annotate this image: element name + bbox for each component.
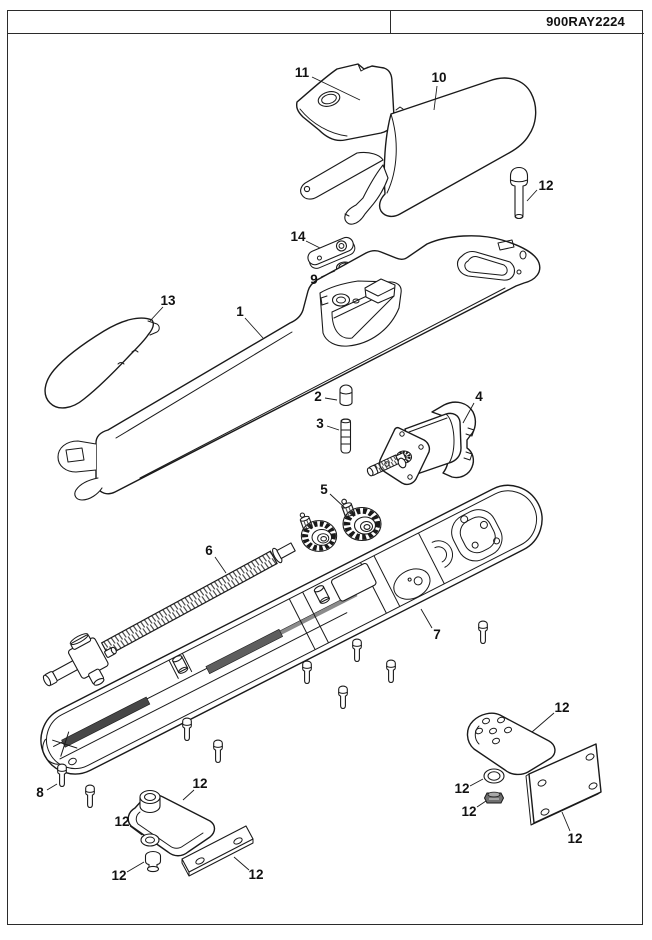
callout-13: 13 [160, 293, 176, 308]
part-8-screw [57, 763, 67, 788]
part-2-bushing [339, 384, 353, 407]
callout-1: 1 [236, 304, 244, 319]
leader-10 [433, 85, 438, 111]
screw [478, 620, 488, 645]
callout-11: 11 [295, 65, 310, 80]
part-11-small-cover [295, 63, 395, 142]
part-12-nut [483, 791, 505, 804]
callout-12: 12 [248, 867, 263, 882]
leader-12-washer-left [129, 825, 143, 836]
base-post [313, 585, 330, 604]
callout-12: 12 [538, 178, 553, 193]
base-post [172, 655, 189, 674]
part-12-bolt [509, 166, 529, 220]
leader-12-plate [561, 811, 571, 832]
leader-14 [305, 240, 321, 249]
part-12-flat-bar [181, 825, 254, 877]
part-12-washer [483, 768, 505, 784]
part-14-plate [307, 236, 356, 269]
leader-12-front-bracket [182, 789, 195, 801]
part-12-front-bracket [127, 789, 216, 857]
header-divider-line [7, 33, 644, 34]
title-block-cell: 900RAY2224 [390, 10, 635, 33]
callout-12: 12 [461, 804, 476, 819]
part-1-upper-housing [57, 235, 541, 501]
leader-13 [149, 306, 164, 322]
callout-8: 8 [36, 785, 44, 800]
callout-3: 3 [316, 416, 324, 431]
screw [352, 638, 362, 663]
leader-12-washer-right [469, 778, 484, 787]
leader-11 [311, 76, 361, 101]
part-12-washer [140, 833, 160, 847]
part-12-mounting-plate [525, 743, 602, 826]
callout-9: 9 [310, 272, 318, 287]
part-10-main-cover [300, 77, 537, 225]
callout-6: 6 [205, 543, 213, 558]
leader-6 [214, 556, 227, 574]
callout-14: 14 [290, 229, 306, 244]
leader-2 [324, 397, 338, 401]
callout-12: 12 [192, 776, 207, 791]
callout-12: 12 [554, 700, 569, 715]
callout-12: 12 [111, 868, 126, 883]
callout-12: 12 [567, 831, 582, 846]
leader-12-bolt-left [126, 861, 145, 873]
document-code: 900RAY2224 [546, 14, 625, 29]
part-12-rear-bracket [466, 712, 556, 776]
leader-7 [420, 608, 433, 629]
part-7-base-housing [40, 484, 543, 775]
leader-12-bolt [526, 189, 538, 202]
leader-12-nut [476, 800, 487, 808]
screw [302, 660, 312, 685]
part-6-worm-screw [42, 542, 296, 687]
part-5-gear [340, 497, 381, 540]
screw [386, 659, 396, 684]
leader-4 [462, 402, 475, 424]
leader-1 [244, 317, 264, 339]
callout-4: 4 [475, 389, 483, 404]
leader-3 [326, 425, 340, 431]
callout-10: 10 [431, 70, 446, 85]
callout-12: 12 [114, 814, 129, 829]
page-border-frame [7, 10, 643, 925]
screw [85, 784, 95, 809]
callouts: 11 10 12 14 9 13 1 2 3 4 5 6 7 [36, 65, 582, 883]
leader-8 [46, 783, 58, 791]
screw [338, 685, 348, 710]
part-13-handle-cover [44, 317, 160, 409]
callout-5: 5 [320, 482, 328, 497]
callout-2: 2 [314, 389, 322, 404]
leader-12-bar [233, 856, 250, 871]
screw [213, 739, 223, 764]
header-vertical-divider [390, 10, 391, 33]
part-4-motor [366, 401, 477, 486]
callout-7: 7 [433, 627, 441, 642]
leader-5 [329, 493, 346, 509]
part-3-pin [340, 418, 352, 454]
leader-12-rear-bracket [531, 712, 555, 733]
screw [182, 717, 192, 742]
part-12-shoulder-bolt [144, 850, 162, 873]
leader-9 [320, 270, 336, 278]
callout-12: 12 [454, 781, 469, 796]
part-6-gear [298, 511, 337, 551]
